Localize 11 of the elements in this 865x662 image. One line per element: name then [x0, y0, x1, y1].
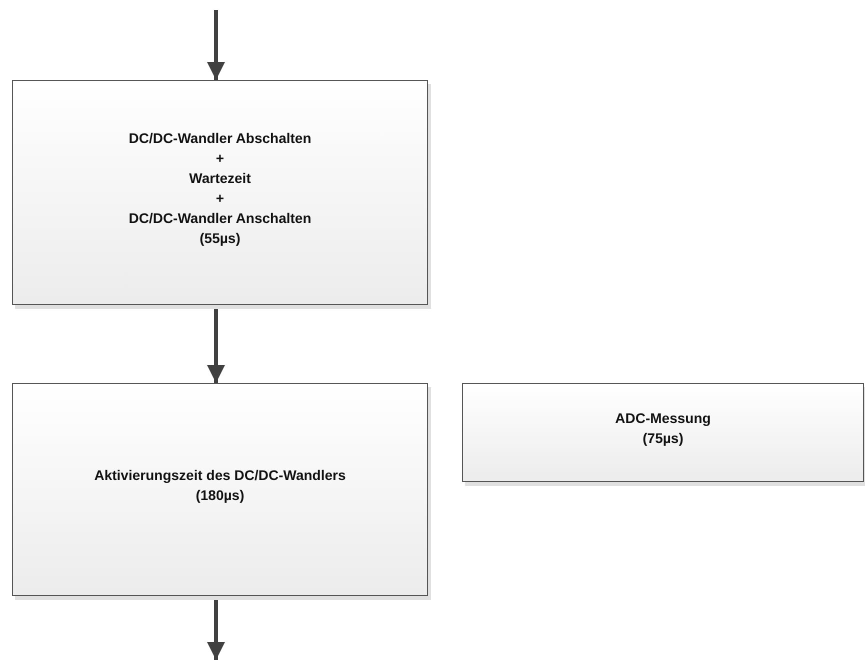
box-text: (180µs)	[196, 486, 244, 504]
box-text: Aktivierungszeit des DC/DC-Wandlers	[94, 466, 346, 484]
box-text: +	[216, 188, 224, 208]
box-text: (55µs)	[200, 228, 240, 248]
box-text: DC/DC-Wandler Anschalten	[128, 208, 312, 228]
arrow	[207, 10, 225, 80]
box-text: Wartezeit	[189, 168, 251, 188]
box-text: (75µs)	[642, 428, 684, 448]
box-text: +	[216, 148, 224, 168]
box-text: ADC-Messung	[615, 408, 711, 428]
box-text: DC/DC-Wandler Abschalten	[128, 128, 312, 148]
